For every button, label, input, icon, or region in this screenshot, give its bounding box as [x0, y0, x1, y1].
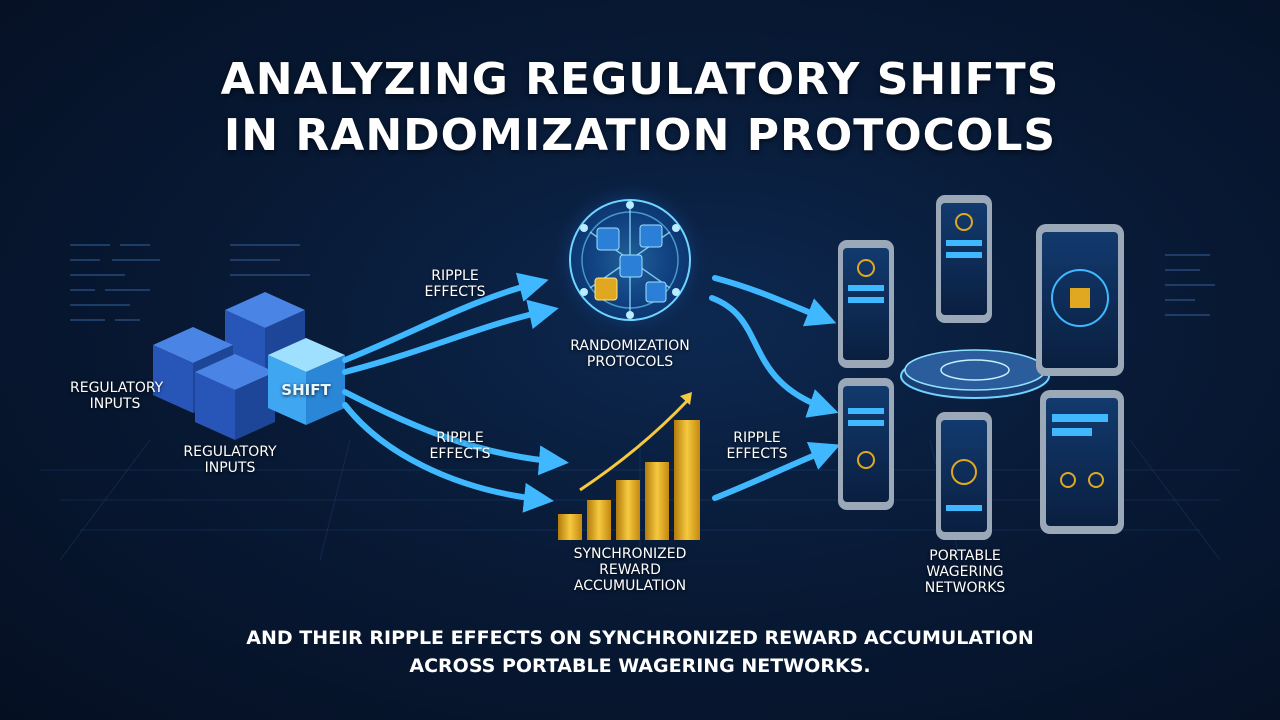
arrow-to-reward-1 [342, 389, 569, 476]
label-ripple-bottom: RIPPLE EFFECTS [429, 430, 491, 462]
label-ripple-top: RIPPLE EFFECTS [424, 268, 486, 300]
phone-2 [936, 195, 992, 323]
label-shift: SHIFT [281, 381, 331, 399]
label-regulatory-inputs-b: REGULATORY INPUTS [183, 444, 277, 476]
arrow-to-devices-1 [712, 275, 837, 327]
arrow-to-randomization-1 [342, 272, 549, 363]
bar-5 [674, 420, 700, 540]
arrow-to-randomization-2 [342, 299, 559, 375]
tablet-1 [1036, 224, 1124, 376]
subtitle-line-1: AND THEIR RIPPLE EFFECTS ON SYNCHRONIZED… [246, 627, 1034, 649]
bar-4 [645, 462, 669, 540]
growth-arrow [579, 398, 690, 492]
page-title: ANALYZING REGULATORY SHIFTS IN RANDOMIZA… [0, 52, 1280, 164]
phone-3 [838, 378, 894, 510]
subtitle-line-2: ACROSS PORTABLE WAGERING NETWORKS. [409, 655, 871, 677]
page-subtitle: AND THEIR RIPPLE EFFECTS ON SYNCHRONIZED… [0, 624, 1280, 680]
label-regulatory-inputs-a: REGULATORY INPUTS [70, 380, 164, 412]
regulatory-cubes [153, 292, 345, 440]
data-readout-left [70, 244, 310, 321]
title-line-2: IN RANDOMIZATION PROTOCOLS [223, 110, 1057, 161]
label-randomization-protocols: RANDOMIZATION PROTOCOLS [570, 338, 690, 370]
data-readout-right [1165, 254, 1215, 316]
label-wagering-networks: PORTABLE WAGERING NETWORKS [924, 548, 1006, 596]
arrow-to-reward-2 [342, 402, 554, 513]
bar-3 [616, 480, 640, 540]
reward-bar-chart [558, 392, 700, 540]
label-reward-accumulation: SYNCHRONIZED REWARD ACCUMULATION [573, 546, 687, 594]
ripple-arrows [342, 272, 841, 513]
bar-1 [558, 514, 582, 540]
label-ripple-right: RIPPLE EFFECTS [726, 430, 788, 462]
title-line-1: ANALYZING REGULATORY SHIFTS [220, 54, 1060, 105]
dice-icons [594, 224, 667, 303]
tablet-2 [1040, 390, 1124, 534]
shift-cube [268, 338, 345, 425]
phone-1 [838, 240, 894, 368]
randomization-orb [552, 182, 708, 338]
bar-2 [587, 500, 611, 540]
devices-network [838, 195, 1124, 540]
phone-4 [936, 412, 992, 540]
arrow-to-devices-2 [709, 295, 839, 418]
arrow-reward-to-devices [712, 441, 841, 501]
cube-center [195, 354, 275, 440]
network-hub [900, 349, 1050, 399]
